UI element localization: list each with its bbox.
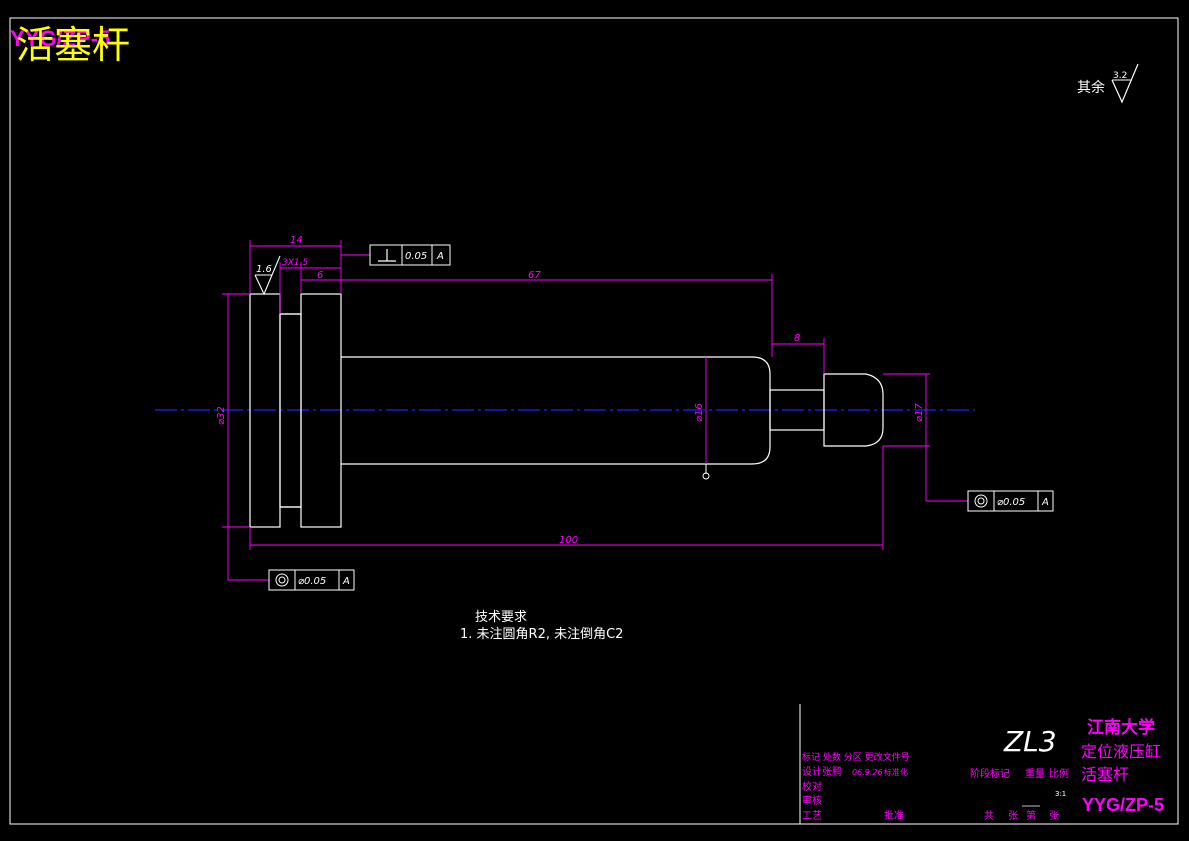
svg-text:张: 张 — [1049, 810, 1059, 822]
tolerance-frame-perpendicularity: 0.05 A — [369, 244, 451, 266]
svg-text:张: 张 — [1008, 810, 1018, 822]
flange-right — [300, 293, 342, 528]
dim-3x1-5: 3X1.5 — [282, 258, 308, 268]
dim-14: 14 — [290, 235, 303, 246]
svg-text:A: A — [436, 251, 444, 262]
surface-finish-note: 其余 3.2 — [1077, 63, 1139, 104]
svg-text:审核: 审核 — [802, 794, 822, 807]
dim-dia-16: ⌀16 — [694, 403, 705, 422]
dim-67: 67 — [528, 270, 541, 281]
drawing-border — [9, 17, 1179, 825]
part-name: 活塞杆 — [1081, 765, 1129, 784]
dim-dia-17: ⌀17 — [914, 403, 925, 422]
svg-text:⌀0.05: ⌀0.05 — [298, 576, 326, 587]
svg-text:设计张鹏: 设计张鹏 — [802, 765, 842, 778]
drawing-number: YYG/ZP-5 — [1082, 795, 1164, 815]
svg-text:批准: 批准 — [884, 809, 904, 822]
svg-text:校对: 校对 — [802, 780, 822, 793]
title-block: ZL3 江南大学 定位液压缸 活塞杆 YYG/ZP-5 标记 处数 分区 更改文… — [799, 704, 1164, 824]
dimension-lines — [222, 240, 968, 581]
svg-text:工艺: 工艺 — [802, 810, 822, 822]
svg-text:A: A — [1041, 497, 1049, 508]
tech-req-item-1: 1. 未注圆角R2, 未注倒角C2 — [460, 627, 623, 642]
svg-text:06.9.26: 06.9.26 — [852, 768, 883, 777]
datum-marker — [702, 464, 710, 480]
finish-1-6-icon — [254, 255, 281, 296]
dim-6: 6 — [317, 270, 323, 281]
svg-text:阶段标记: 阶段标记 — [970, 767, 1010, 780]
svg-text:A: A — [342, 576, 350, 587]
finish-1-6: 1.6 — [254, 255, 281, 296]
svg-text:第: 第 — [1026, 809, 1036, 822]
finish-symbol-icon — [1111, 63, 1139, 104]
svg-text:1.6: 1.6 — [256, 264, 272, 275]
svg-text:⌀0.05: ⌀0.05 — [997, 497, 1025, 508]
tolerance-frame-concentric-left: ⌀0.05 A — [268, 569, 355, 591]
svg-text:共: 共 — [984, 810, 994, 822]
finish-note-value: 3.2 — [1113, 71, 1127, 81]
dim-dia-32: ⌀32 — [216, 406, 227, 425]
svg-text:0.05: 0.05 — [405, 251, 427, 262]
svg-text:标记 处数 分区 更改文件号: 标记 处数 分区 更改文件号 — [802, 751, 910, 763]
perpendicular-icon — [378, 249, 396, 262]
dim-100: 100 — [559, 535, 578, 546]
assembly-name: 定位液压缸 — [1081, 742, 1161, 761]
svg-text:标准化: 标准化 — [884, 767, 908, 777]
header-code-overlay: YYG/ZP-5 — [10, 26, 110, 51]
finish-note-label: 其余 — [1077, 79, 1105, 96]
material: ZL3 — [1003, 725, 1057, 758]
svg-text:3:1: 3:1 — [1055, 790, 1066, 798]
dim-8: 8 — [794, 333, 800, 344]
university: 江南大学 — [1087, 717, 1155, 738]
header-title: 活塞杆 — [16, 23, 130, 67]
rod-end — [823, 373, 884, 447]
concentric-icon — [275, 573, 289, 587]
tolerance-frame-concentric-right: ⌀0.05 A — [967, 490, 1054, 512]
concentric-icon — [974, 494, 988, 508]
svg-text:重量: 重量 — [1025, 767, 1045, 780]
part-outline — [249, 293, 884, 528]
svg-text:比例: 比例 — [1049, 767, 1069, 780]
tech-req-heading: 技术要求 — [475, 610, 527, 625]
